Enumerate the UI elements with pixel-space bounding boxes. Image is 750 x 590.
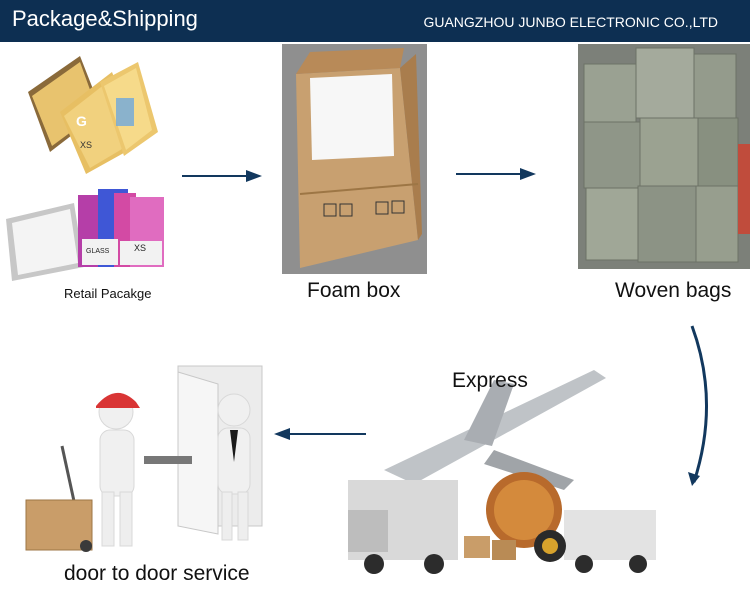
retail-package-boxes-image: G XS: [28, 56, 158, 174]
arrow-right-icon: [456, 168, 536, 180]
foam-box-image: [282, 44, 427, 274]
woven-bags-image: [578, 44, 750, 269]
arrow-left-icon: [274, 428, 366, 440]
header-bar: Package&Shipping GUANGZHOU JUNBO ELECTRO…: [0, 0, 750, 42]
company-name: GUANGZHOU JUNBO ELECTRONIC CO.,LTD: [423, 14, 718, 30]
arrow-right-icon: [182, 170, 262, 182]
foam-box-label: Foam box: [307, 279, 401, 302]
glass-model-text: XS: [134, 243, 146, 253]
express-label: Express: [452, 369, 528, 392]
retail-package-glass-image: GLASS XS: [6, 189, 164, 281]
box-model-text: XS: [80, 140, 92, 150]
curved-arrow-icon: [688, 325, 708, 486]
woven-bags-label: Woven bags: [615, 279, 732, 302]
retail-package-label: Retail Pacakge: [64, 286, 152, 301]
page-title: Package&Shipping: [12, 6, 198, 31]
door-to-door-label: door to door service: [64, 562, 250, 585]
glass-brand-text: GLASS: [86, 248, 110, 255]
express-vehicles-image: [348, 370, 656, 574]
door-to-door-delivery-image: [25, 365, 263, 552]
box-logo-text: G: [76, 113, 87, 129]
